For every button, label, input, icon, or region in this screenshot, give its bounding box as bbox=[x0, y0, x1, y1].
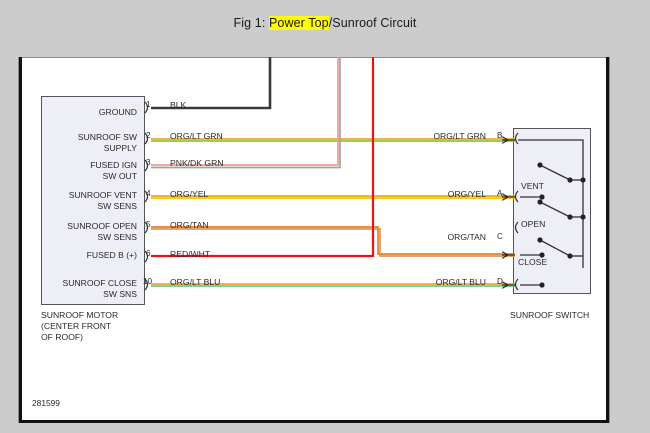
pin-letter-c: C bbox=[497, 232, 503, 241]
pin-number-5: 5 bbox=[146, 220, 151, 229]
wire-label-pnk-dk-grn: PNK/DK GRN bbox=[170, 158, 224, 168]
figure-title-bar: Fig 1: Power Top/Sunroof Circuit bbox=[0, 0, 650, 45]
switch-internal-wiring bbox=[518, 139, 584, 286]
pin-function-6: FUSED B (+) bbox=[86, 250, 137, 260]
pin-number-6: 6 bbox=[146, 249, 151, 258]
pin-function-10: SUNROOF CLOSE SW SNS bbox=[62, 278, 138, 299]
title-suffix: /Sunroof Circuit bbox=[328, 15, 417, 30]
sunroof-switch-caption: SUNROOF SWITCH bbox=[510, 310, 590, 320]
wire-label-red-wht: RED/WHT bbox=[170, 249, 211, 259]
wire-label-org-lt-grn: ORG/LT GRN bbox=[170, 131, 223, 141]
wiring-layer bbox=[144, 57, 586, 291]
wire-org-tan-org bbox=[151, 226, 515, 255]
reference-number: 281599 bbox=[32, 398, 60, 408]
pin-function-3: FUSED IGN SW OUT bbox=[90, 160, 137, 181]
switch-position-close: CLOSE bbox=[518, 257, 548, 267]
pin-number-1: 1 bbox=[146, 100, 151, 109]
sunroof-motor-caption-line-1: SUNROOF MOTOR bbox=[41, 310, 119, 320]
pin-function-4: SUNROOF VENT SW SENS bbox=[68, 190, 137, 211]
frame-rail-bottom bbox=[19, 420, 609, 423]
pin-number-4: 4 bbox=[146, 189, 151, 198]
sunroof-motor-caption-line-2: (CENTER FRONT bbox=[41, 321, 112, 331]
wire-org-tan-tan bbox=[151, 228, 515, 257]
switch-contact-dots bbox=[537, 162, 586, 288]
wire-label-blk: BLK bbox=[170, 100, 187, 110]
pin-number-3: 3 bbox=[146, 158, 151, 167]
wire-label-right-org-tan: ORG/TAN bbox=[447, 232, 486, 242]
page-title: Fig 1: Power Top/Sunroof Circuit bbox=[233, 15, 417, 30]
wire-pnk-dk-grn-pnk bbox=[151, 57, 339, 166]
wire-label-org-lt-blu: ORG/LT BLU bbox=[170, 277, 221, 287]
right-pin-brackets bbox=[514, 132, 519, 291]
sunroof-switch-connector-body bbox=[513, 128, 591, 294]
pin-letter-b: B bbox=[497, 131, 503, 140]
frame-rail-right bbox=[606, 57, 609, 423]
sunroof-motor-connector-body bbox=[41, 96, 145, 305]
wire-blk bbox=[151, 57, 272, 110]
pin-letter-a: A bbox=[497, 189, 503, 198]
pin-number-10: 10 bbox=[143, 277, 153, 286]
switch-position-vent: VENT bbox=[521, 181, 544, 191]
wire-label-org-yel: ORG/YEL bbox=[170, 189, 209, 199]
switch-position-open: OPEN bbox=[521, 219, 546, 229]
pin-function-1: GROUND bbox=[98, 107, 137, 117]
pin-function-5: SUNROOF OPEN SW SENS bbox=[67, 221, 137, 242]
wire-label-org-tan: ORG/TAN bbox=[170, 220, 209, 230]
wire-red-wht bbox=[151, 57, 375, 258]
frame-rail-left bbox=[19, 57, 22, 423]
pin-function-2: SUNROOF SW SUPPLY bbox=[77, 132, 137, 153]
wire-label-right-org-yel: ORG/YEL bbox=[447, 189, 486, 199]
left-pin-brackets bbox=[144, 101, 149, 291]
title-prefix: Fig 1: bbox=[233, 15, 269, 30]
wire-label-right-org-lt-grn: ORG/LT GRN bbox=[433, 131, 486, 141]
pin-letter-d: D bbox=[497, 277, 503, 286]
pin-number-2: 2 bbox=[146, 131, 151, 140]
title-highlight: Power Top bbox=[268, 15, 329, 30]
sunroof-motor-caption-line-3: OF ROOF) bbox=[41, 332, 84, 342]
wire-pnk-dk-grn-grn bbox=[151, 57, 341, 169]
wire-label-right-org-lt-blu: ORG/LT BLU bbox=[435, 277, 486, 287]
